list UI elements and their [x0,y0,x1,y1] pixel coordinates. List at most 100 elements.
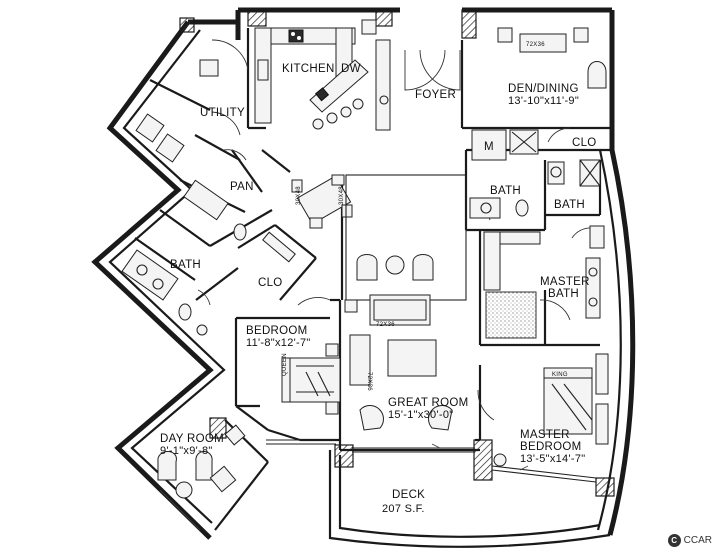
bed-king [543,367,593,435]
headboard [543,367,593,379]
watermark: C CCAR [667,534,712,547]
entry-door-right[interactable] [419,49,461,91]
column [247,9,267,27]
chair [157,451,177,481]
plant [493,453,507,467]
utility-label: UTILITY [200,107,245,119]
vanity [547,161,565,185]
master-bedroom-door[interactable] [477,389,495,421]
closet-door[interactable] [547,127,571,143]
accent-chair [356,254,378,281]
deck-label: DECK [392,489,425,501]
vanity [469,197,501,219]
floor-drain [196,324,208,336]
chair [573,27,589,43]
queen-tag: QUEEN [282,353,288,376]
den-furniture: 72X36 [497,27,607,89]
open-area-outline [345,174,467,301]
bedroom-dims: 11'-8"x12'-7" [246,337,311,349]
east-bath-fixtures [469,129,605,339]
sofa-tag: 72X36 [376,322,395,328]
foyer-label: FOYER [415,89,456,101]
bedroom-label: BEDROOM [246,325,308,337]
dryer [155,133,185,163]
kitchen-wall-cabinet [375,39,391,131]
accent-chair [412,254,434,281]
headboard [281,357,291,403]
copyright-circle-icon: C [667,534,681,547]
jetted-tub [485,291,537,339]
tub [183,179,229,221]
column [209,417,227,439]
bath-door[interactable] [197,289,211,306]
bed-queen [281,357,341,403]
column [179,17,195,33]
bath-right-label: BATH [554,199,585,211]
utility-sink [199,59,219,77]
great-room-dims: 15'-1"x30'-0" [388,409,453,421]
room-labels: KITCHEN DW UTILITY FOYER DEN/DINING 13'-… [160,63,597,515]
utility-door[interactable] [211,111,241,136]
column [375,9,393,27]
kitchen-island [309,59,369,113]
toilet [178,303,192,321]
nightstand [325,401,339,415]
column [473,439,493,481]
dining-chair [331,174,345,186]
dresser [595,353,609,395]
loveseat-tag: 72X36 [366,372,372,391]
bath-right-door[interactable] [571,227,593,239]
island-sink [315,87,330,102]
kitchen-door[interactable] [211,39,249,71]
dining-chair [309,217,323,229]
loveseat [349,334,371,386]
kitchen-fixtures [254,19,391,131]
master-bath-door[interactable] [539,299,571,321]
column [461,9,477,39]
washer [135,113,165,143]
kitchen-label: KITCHEN [282,63,335,75]
slider-tracks [266,439,597,483]
master-bedroom-dims: 13'-5"x14'-7" [520,453,585,465]
dining-tag-right: 30X48 [339,186,345,205]
arm-chair [359,405,384,431]
deck-area: 207 S.F. [382,503,425,515]
dishwasher-label: DW [341,63,361,75]
left-bath-fixtures [121,179,296,336]
mech-label: M [484,141,494,153]
master-bath-label-1: MASTER [540,276,590,288]
watermark-text: CCAR [683,535,712,546]
side-table [344,299,358,313]
day-room-dims: 9'-1"x9'-8" [160,445,213,457]
bedroom-door[interactable] [297,297,331,306]
pantry-door[interactable] [223,149,247,161]
bath-upper-label: BATH [490,185,521,197]
den-table-tag: 72X36 [526,42,545,48]
armchair [587,61,607,89]
master-bedroom-label-2: BEDROOM [520,441,582,453]
master-vanity [585,257,601,319]
dining-chair [341,204,353,218]
dresser [595,403,609,445]
sofa-cushion [373,299,427,321]
dining-chair [291,179,303,193]
closet-top-label: CLO [572,137,597,149]
stool [352,98,364,110]
column [334,444,354,468]
nightstand [325,343,339,357]
master-bath-label-2: BATH [548,288,579,300]
stool [326,112,338,124]
utility-fixtures [135,59,219,163]
entry-door-left[interactable] [404,49,446,91]
dining-set: 30X48 30X48 [291,174,353,229]
dining-table [296,175,352,225]
plant-stand [224,424,246,446]
toilet [515,199,529,217]
pantry-label: PAN [230,181,254,193]
stool [312,118,324,130]
closet-left-label: CLO [258,277,283,289]
cooktop [288,29,304,43]
den-table [519,33,567,53]
toilet [233,223,247,241]
bedroom-furniture: QUEEN [281,343,341,415]
